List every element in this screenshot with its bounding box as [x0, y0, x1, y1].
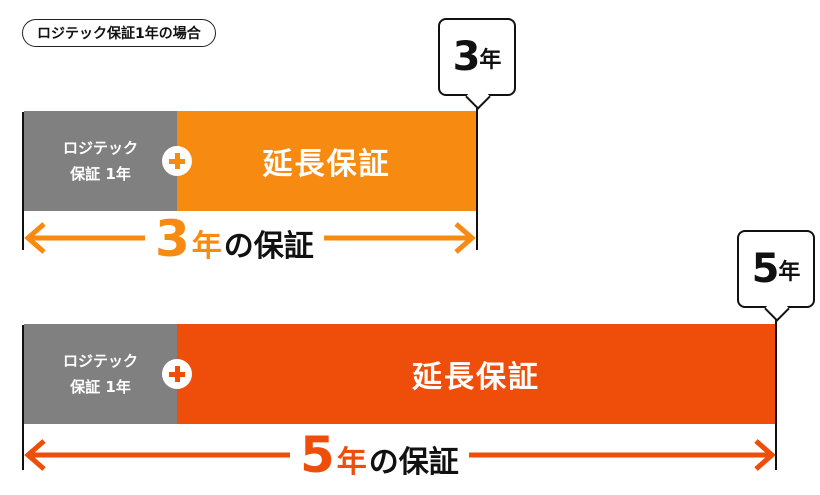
- callout-5-unit: 年: [778, 260, 801, 285]
- callout-5-number: 5: [751, 246, 780, 292]
- row2-base-line2: 保証 1年: [70, 378, 131, 396]
- row1-bar: ロジテック 保証 1年 延長保証: [24, 111, 476, 211]
- row2-extension: 延長保証: [177, 324, 775, 424]
- plus-icon: [162, 146, 192, 176]
- row2-base-warranty: ロジテック 保証 1年: [24, 324, 177, 424]
- row2-span-unit: 年: [336, 445, 367, 480]
- callout-3-number: 3: [452, 34, 481, 80]
- callout-3-year: 3 年: [438, 18, 516, 96]
- plus-icon: [162, 359, 192, 389]
- row1-span-number: 3: [155, 210, 190, 268]
- row1-start-tick: [22, 112, 24, 250]
- row2-span-label: 5 年 の保証: [290, 430, 469, 480]
- row1-span-rest: の保証: [223, 229, 314, 264]
- row2-start-tick: [22, 325, 24, 470]
- row1-base-warranty: ロジテック 保証 1年: [24, 111, 177, 211]
- scenario-tag: ロジテック保証1年の場合: [22, 19, 216, 47]
- callout-3-unit: 年: [479, 48, 502, 73]
- row1-base-line2: 保証 1年: [70, 165, 131, 183]
- row2-extension-label: 延長保証: [412, 360, 540, 395]
- row2-base-line1: ロジテック: [62, 351, 138, 370]
- row1-extension: 延長保証: [177, 111, 476, 211]
- row2-span-number: 5: [300, 426, 335, 484]
- row2-span-rest: の保証: [368, 445, 459, 480]
- callout-5-year: 5 年: [737, 230, 815, 308]
- row1-end-tick: [476, 108, 478, 250]
- scenario-tag-label: ロジテック保証1年の場合: [37, 26, 201, 42]
- row1-span-label: 3 年 の保証: [145, 214, 324, 264]
- row2-end-tick: [775, 320, 777, 470]
- row1-base-line1: ロジテック: [62, 138, 138, 157]
- row1-extension-label: 延長保証: [262, 147, 391, 182]
- row1-span-unit: 年: [191, 229, 222, 264]
- row2-bar: ロジテック 保証 1年 延長保証: [24, 324, 775, 424]
